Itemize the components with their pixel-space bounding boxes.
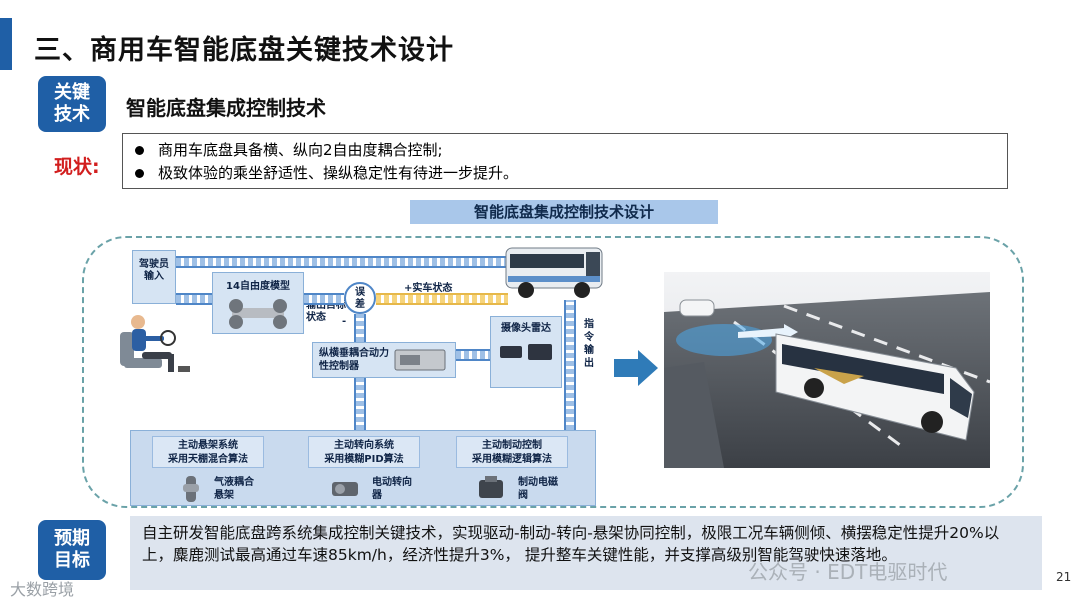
subsystem-name: 主动转向系统 bbox=[334, 440, 394, 451]
page-number: 21 bbox=[1056, 570, 1072, 584]
scene-bus bbox=[775, 333, 975, 441]
page-title: 三、商用车智能底盘关键技术设计 bbox=[34, 35, 454, 66]
goal-badge-line2: 目标 bbox=[54, 550, 90, 571]
chassis-model-icon bbox=[229, 299, 287, 329]
status-bullet: 商用车底盘具备横、纵向2自由度耦合控制; bbox=[133, 139, 997, 162]
controller-unit-icon bbox=[394, 349, 446, 371]
key-tech-badge: 关键 技术 bbox=[38, 76, 106, 132]
watermark-left: 大数跨境 bbox=[10, 580, 75, 599]
controller-label: 纵横垂耦合动力性控制器 bbox=[319, 348, 389, 372]
error-label: 误差 bbox=[355, 287, 365, 310]
actual-state-label: +实车状态 bbox=[404, 283, 453, 294]
minus-label: - bbox=[342, 316, 347, 327]
status-bullet-text: 商用车底盘具备横、纵向2自由度耦合控制; bbox=[158, 141, 443, 159]
status-label: 现状: bbox=[54, 156, 100, 178]
goal-badge: 预期 目标 bbox=[38, 520, 106, 580]
driver-input-label: 驾驶员输入 bbox=[139, 259, 169, 282]
right-arrow-icon bbox=[614, 350, 658, 386]
camera-radar-block: 摄像头雷达 bbox=[490, 316, 562, 388]
goal-text: 自主研发智能底盘跨系统集成控制关键技术，实现驱动-制动-转向-悬架协同控制，极限… bbox=[142, 524, 1000, 564]
goal-box: 自主研发智能底盘跨系统集成控制关键技术，实现驱动-制动-转向-悬架协同控制，极限… bbox=[130, 516, 1042, 590]
brake-part-label: 制动电磁阀 bbox=[518, 477, 558, 501]
subsystem-braking: 主动制动控制 采用模糊逻辑算法 bbox=[456, 436, 568, 468]
driver-to-bus-pipe bbox=[176, 256, 508, 268]
status-bullet: 极致体验的乘坐舒适性、操纵稳定性有待进一步提升。 bbox=[133, 162, 997, 185]
steering-gear-icon bbox=[332, 482, 358, 496]
camera-radar-label: 摄像头雷达 bbox=[501, 323, 551, 334]
subsystem-name: 主动悬架系统 bbox=[178, 440, 238, 451]
subsystem-name: 主动制动控制 bbox=[482, 440, 542, 451]
title-accent-bar bbox=[0, 18, 12, 70]
output-target-label: 输出目标状态 bbox=[306, 300, 346, 323]
subsystem-method: 采用天棚混合算法 bbox=[168, 454, 248, 465]
status-box: 商用车底盘具备横、纵向2自由度耦合控制; 极致体验的乘坐舒适性、操纵稳定性有待进… bbox=[122, 133, 1008, 189]
driver-to-model-pipe bbox=[176, 293, 212, 305]
key-tech-badge-line2: 技术 bbox=[54, 104, 90, 125]
model-to-error-pipe bbox=[304, 293, 344, 305]
subsystem-suspension: 主动悬架系统 采用天棚混合算法 bbox=[152, 436, 264, 468]
dof-model-block: 14自由度模型 bbox=[212, 272, 304, 334]
driver-input-block: 驾驶员输入 bbox=[132, 250, 176, 304]
bus-icon bbox=[505, 247, 603, 298]
watermark-right: 公众号 · EDT电驱时代 bbox=[748, 560, 948, 584]
diagram-title: 智能底盘集成控制技术设计 bbox=[410, 200, 718, 224]
command-output-label: 指令输出 bbox=[584, 319, 594, 369]
status-bullet-text: 极致体验的乘坐舒适性、操纵稳定性有待进一步提升。 bbox=[158, 164, 519, 182]
subsystem-method: 采用模糊PID算法 bbox=[324, 454, 404, 465]
subsystem-method: 采用模糊逻辑算法 bbox=[472, 454, 552, 465]
camera-radar-icon bbox=[500, 344, 552, 360]
sensor-to-controller-pipe bbox=[456, 349, 490, 361]
driver-seat-icon bbox=[120, 315, 190, 372]
bullet-icon bbox=[135, 169, 144, 178]
subsystem-steering: 主动转向系统 采用模糊PID算法 bbox=[308, 436, 420, 468]
steering-part-label: 电动转向器 bbox=[372, 477, 412, 501]
suspension-part-label: 气液耦合悬架 bbox=[214, 477, 254, 501]
diagram-frame bbox=[82, 236, 1024, 508]
key-tech-badge-line1: 关键 bbox=[54, 82, 90, 103]
goal-badge-line1: 预期 bbox=[54, 528, 90, 549]
bullet-icon bbox=[135, 146, 144, 155]
road-scene-image bbox=[664, 272, 990, 468]
command-output-pipe bbox=[564, 300, 576, 430]
error-node: 误差 bbox=[344, 282, 376, 314]
dof-model-label: 14自由度模型 bbox=[226, 281, 290, 292]
actual-state-pipe bbox=[376, 293, 508, 305]
section-title: 智能底盘集成控制技术 bbox=[126, 96, 326, 120]
brake-valve-icon bbox=[479, 476, 503, 498]
air-suspension-icon bbox=[183, 476, 199, 502]
